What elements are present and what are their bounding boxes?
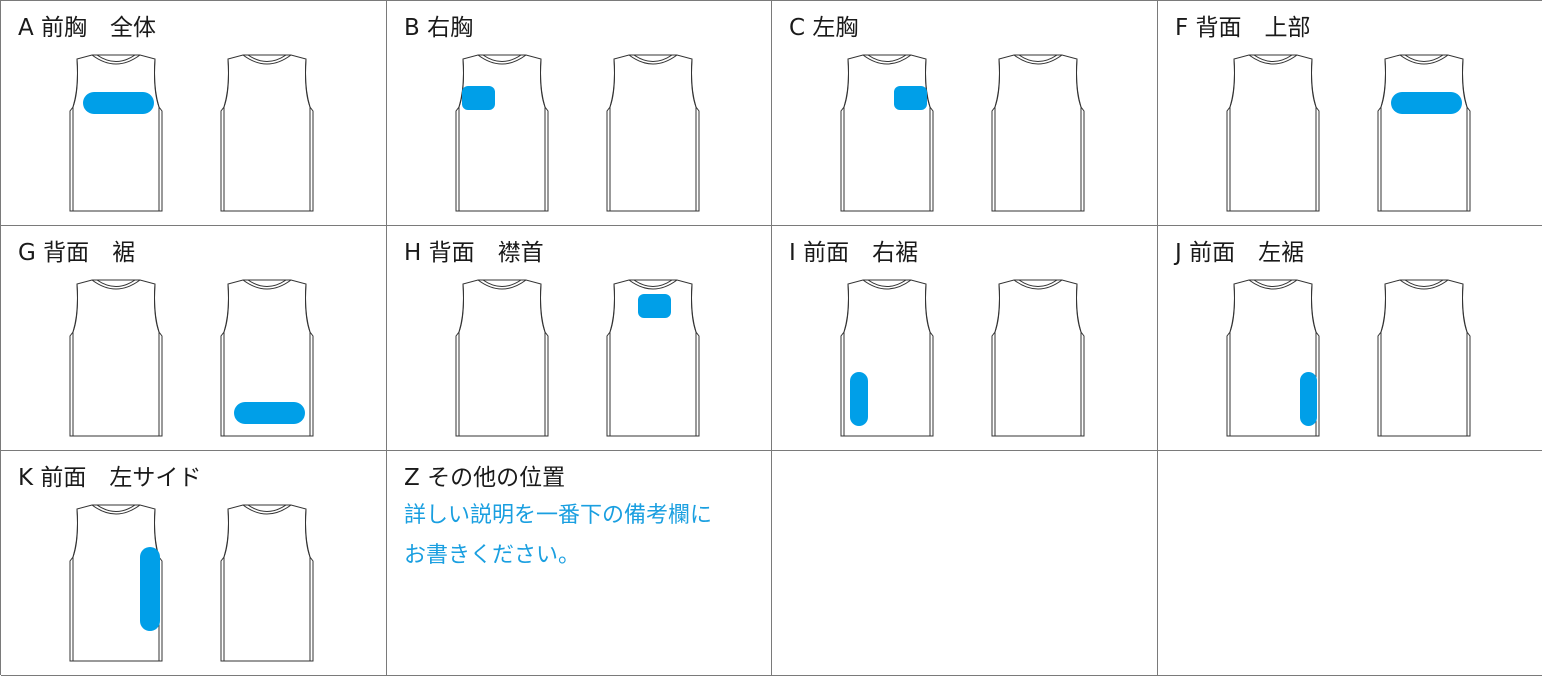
shirt-back <box>1364 51 1484 216</box>
shirt-back <box>207 501 327 666</box>
cell-label: Z その他の位置 <box>404 465 566 491</box>
shirt-back <box>593 51 713 216</box>
position-cell-k[interactable]: K 前面 左サイド <box>1 451 387 676</box>
cell-label: A 前胸 全体 <box>18 15 157 41</box>
position-cell-z[interactable]: Z その他の位置 詳しい説明を一番下の備考欄に お書きください。 <box>387 451 772 676</box>
shirt-back <box>207 276 327 441</box>
empty-cell <box>1158 451 1542 676</box>
shirt-back <box>593 276 713 441</box>
shirt-front <box>1213 51 1333 216</box>
shirt-front <box>56 51 176 216</box>
position-cell-b[interactable]: B 右胸 <box>387 1 772 226</box>
position-cell-h[interactable]: H 背面 襟首 <box>387 226 772 451</box>
print-marker <box>462 86 495 110</box>
print-marker <box>850 372 868 426</box>
position-cell-c[interactable]: C 左胸 <box>772 1 1158 226</box>
cell-label: K 前面 左サイド <box>18 465 202 491</box>
other-position-note: お書きください。 <box>404 543 581 568</box>
shirt-front <box>827 51 947 216</box>
cell-label: G 背面 裾 <box>18 240 136 266</box>
position-cell-j[interactable]: J 前面 左裾 <box>1158 226 1542 451</box>
position-cell-f[interactable]: F 背面 上部 <box>1158 1 1542 226</box>
empty-cell <box>772 451 1158 676</box>
shirt-front <box>442 276 562 441</box>
shirt-front <box>442 51 562 216</box>
position-cell-a[interactable]: A 前胸 全体 <box>1 1 387 226</box>
cell-label: F 背面 上部 <box>1175 15 1311 41</box>
print-marker <box>894 86 927 110</box>
cell-label: I 前面 右裾 <box>789 240 919 266</box>
shirt-back <box>978 51 1098 216</box>
print-marker <box>140 547 160 631</box>
print-marker <box>234 402 305 424</box>
shirt-front <box>827 276 947 441</box>
shirt-front <box>56 276 176 441</box>
shirt-back <box>1364 276 1484 441</box>
cell-label: J 前面 左裾 <box>1175 240 1305 266</box>
print-marker <box>1391 92 1462 114</box>
cell-label: C 左胸 <box>789 15 859 41</box>
print-marker <box>638 294 671 318</box>
position-cell-i[interactable]: I 前面 右裾 <box>772 226 1158 451</box>
cell-label: H 背面 襟首 <box>404 240 544 266</box>
shirt-back <box>207 51 327 216</box>
position-cell-g[interactable]: G 背面 裾 <box>1 226 387 451</box>
print-marker <box>83 92 154 114</box>
shirt-front <box>56 501 176 666</box>
shirt-front <box>1213 276 1333 441</box>
other-position-note: 詳しい説明を一番下の備考欄に <box>404 503 713 528</box>
cell-label: B 右胸 <box>404 15 474 41</box>
print-marker <box>1300 372 1317 426</box>
shirt-back <box>978 276 1098 441</box>
